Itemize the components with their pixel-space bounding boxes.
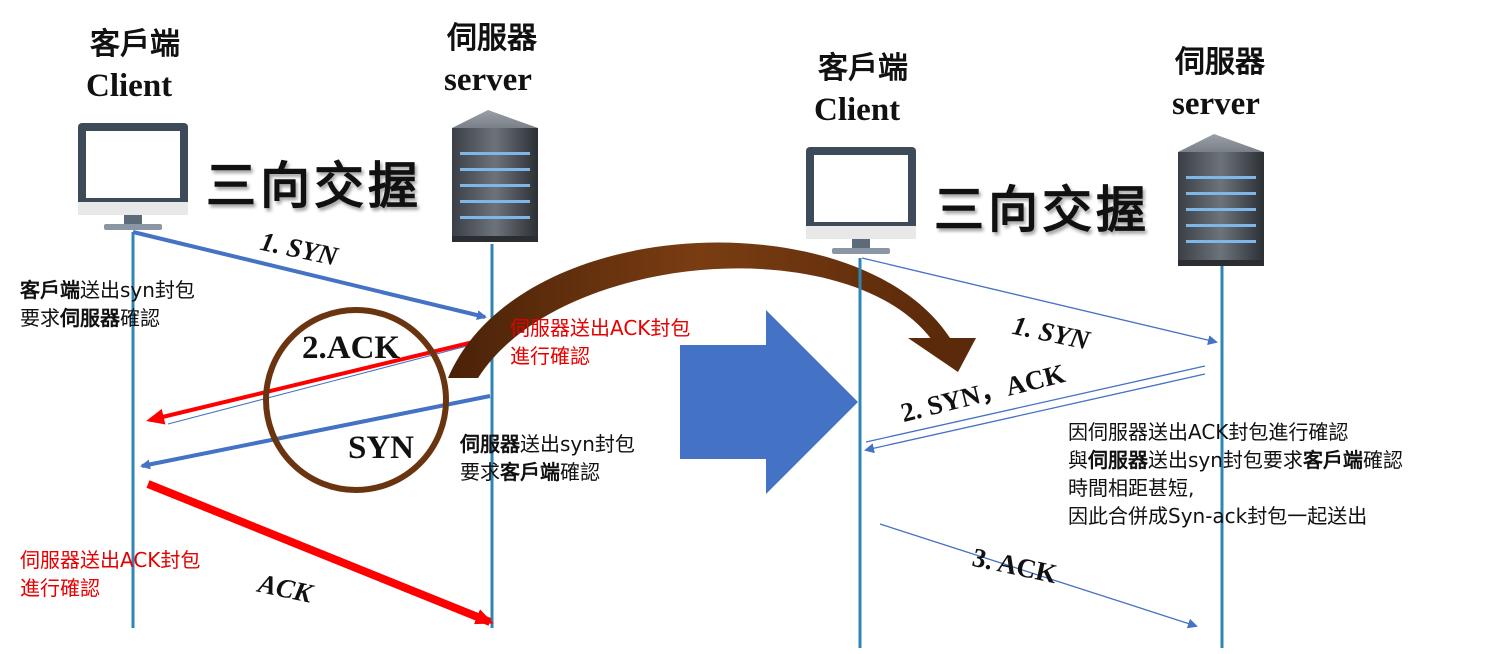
right-syn-arrow (861, 257, 1218, 346)
left-syn-arrow-2 (140, 394, 491, 470)
left-server-ack-note: 伺服器送出ACK封包 進行確認 (510, 316, 691, 368)
right-server-icon (1178, 134, 1264, 266)
left-client-note: 客戶端送出syn封包 要求伺服器確認 (20, 278, 195, 330)
right-server-en-label: server (1172, 86, 1260, 122)
right-server-cn-label: 伺服器 (1175, 45, 1265, 80)
left-client-cn-label: 客戶端 (90, 27, 180, 62)
left-three-way-handshake-title: 三向交握 (206, 156, 422, 215)
big-right-arrow (680, 310, 858, 494)
left-server-icon (452, 110, 538, 242)
right-synack-line-1 (865, 365, 1206, 443)
right-ack-arrow (879, 523, 1198, 629)
left-final-ack-arrow (146, 480, 494, 626)
highlight-circle (263, 307, 449, 493)
left-client-monitor-icon (78, 123, 188, 230)
left-bottom-ack-note: 伺服器送出ACK封包 進行確認 (20, 548, 201, 600)
left-client-en-label: Client (86, 68, 173, 104)
left-server-cn-label: 伺服器 (447, 21, 537, 56)
left-syn-label: SYN (348, 430, 415, 466)
right-client-en-label: Client (814, 92, 901, 128)
right-synack-line-2 (864, 373, 1206, 454)
right-explanation-note: 因伺服器送出ACK封包進行確認 與伺服器送出syn封包要求客戶端確認 時間相距甚… (1068, 420, 1403, 528)
left-server-syn-note: 伺服器送出syn封包 要求客戶端確認 (460, 432, 635, 484)
right-client-monitor-icon (806, 147, 916, 254)
right-client-cn-label: 客戶端 (818, 51, 908, 86)
left-step2-label: 2.ACK (302, 330, 401, 366)
right-three-way-handshake-title: 三向交握 (934, 180, 1150, 239)
left-server-en-label: server (444, 62, 532, 98)
left-syn-arrow (132, 230, 487, 320)
curved-transition-arrow (448, 242, 976, 378)
